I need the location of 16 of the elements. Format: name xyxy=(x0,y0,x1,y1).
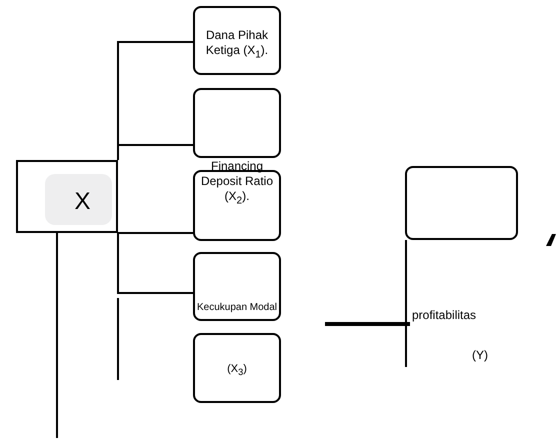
node-text: Kecukupan Modal xyxy=(196,301,278,315)
outer-box xyxy=(16,160,118,233)
variable-box xyxy=(193,6,281,75)
node-text: X xyxy=(73,188,92,216)
empty-box xyxy=(405,166,518,240)
node-text: Dana Pihak Ketiga (X$_{1}$). xyxy=(204,28,270,62)
connector-line xyxy=(117,232,193,234)
connector-line xyxy=(117,232,193,294)
empty-box xyxy=(193,88,281,158)
node-text: Financing Deposit Ratio (X$_{2}$). xyxy=(200,159,274,208)
label-text: (Y) xyxy=(472,348,488,362)
variable-box xyxy=(193,333,281,403)
connector-line xyxy=(117,144,193,161)
variable-box xyxy=(193,252,281,321)
node-text: (X$_{3}$) xyxy=(226,362,248,380)
label-text: profitabilitas xyxy=(412,308,476,322)
